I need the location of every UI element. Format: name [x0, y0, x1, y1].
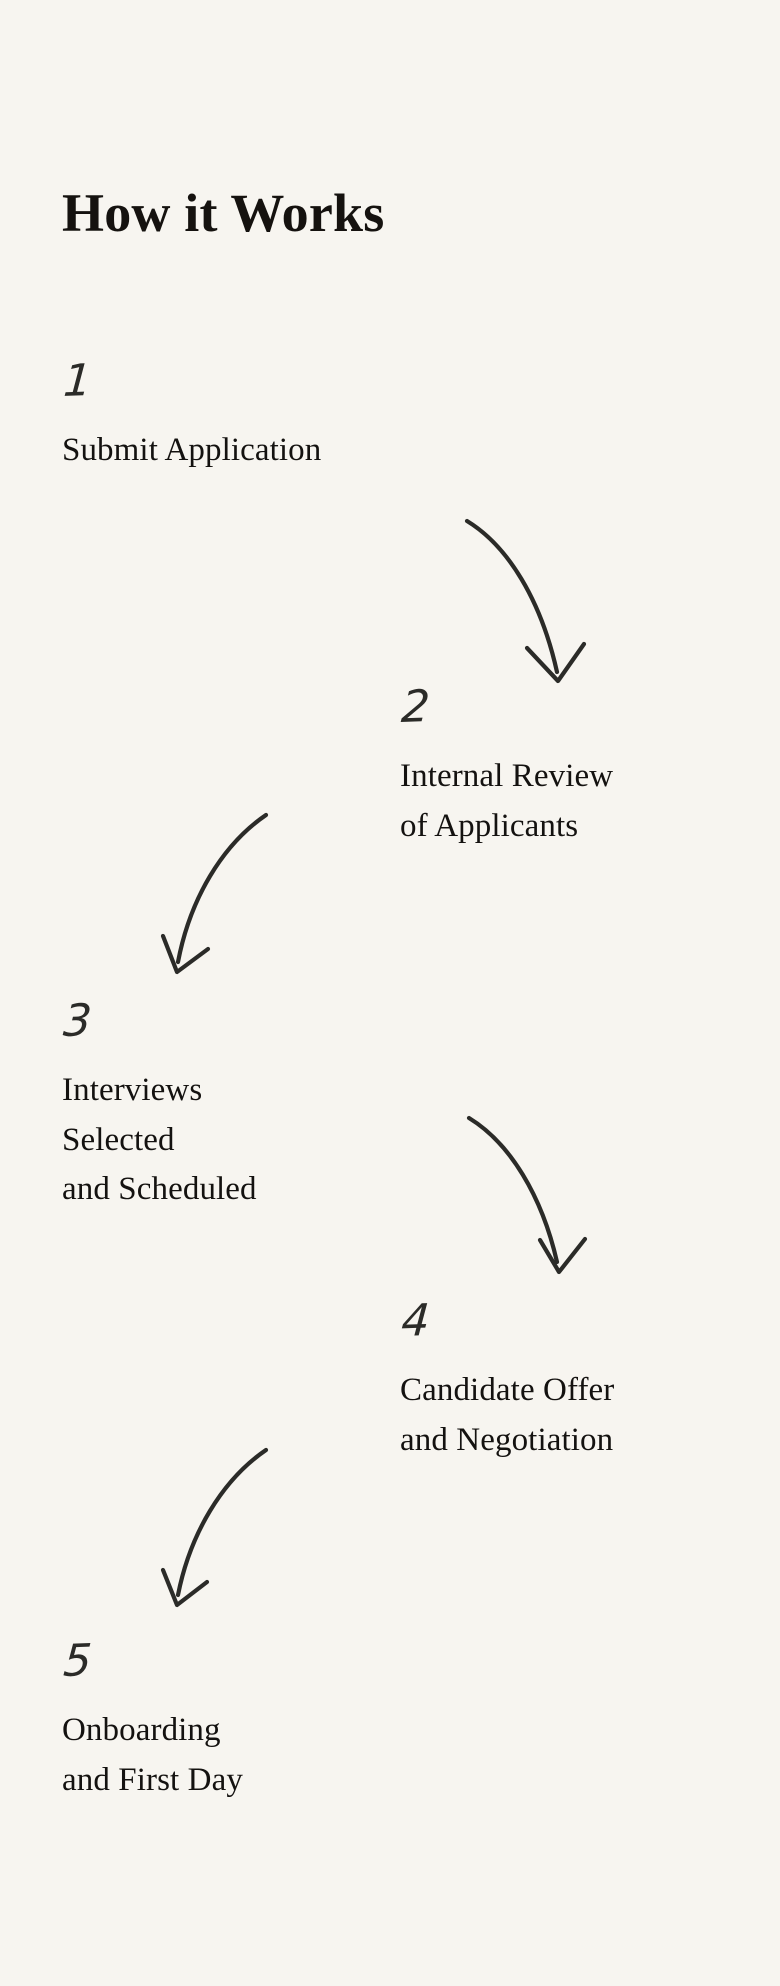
arrow-step-4-to-5 — [160, 1447, 269, 1608]
step-1: 1 Submit Application — [61, 355, 322, 476]
step-5: 5 Onboarding and First Day — [61, 1635, 243, 1805]
step-1-number: 1 — [61, 355, 94, 407]
page-title: How it Works — [62, 183, 385, 243]
step-3-label: Interviews Selected and Scheduled — [62, 1072, 257, 1207]
step-4-label: Candidate Offer and Negotiation — [400, 1372, 615, 1458]
step-1-label: Submit Application — [62, 432, 322, 468]
step-2-label: Internal Review of Applicants — [400, 758, 614, 844]
step-5-number: 5 — [61, 1635, 94, 1687]
step-2: 2 Internal Review of Applicants — [399, 681, 614, 851]
step-2-number: 2 — [399, 681, 432, 733]
step-5-label: Onboarding and First Day — [62, 1712, 243, 1798]
arrow-step-3-to-4 — [466, 1115, 588, 1275]
step-4-number: 4 — [399, 1295, 432, 1347]
step-3: 3 Interviews Selected and Scheduled — [61, 995, 257, 1215]
step-4: 4 Candidate Offer and Negotiation — [399, 1295, 615, 1465]
arrow-step-2-to-3 — [160, 812, 269, 975]
arrow-step-1-to-2 — [464, 518, 587, 684]
step-3-number: 3 — [61, 995, 94, 1047]
